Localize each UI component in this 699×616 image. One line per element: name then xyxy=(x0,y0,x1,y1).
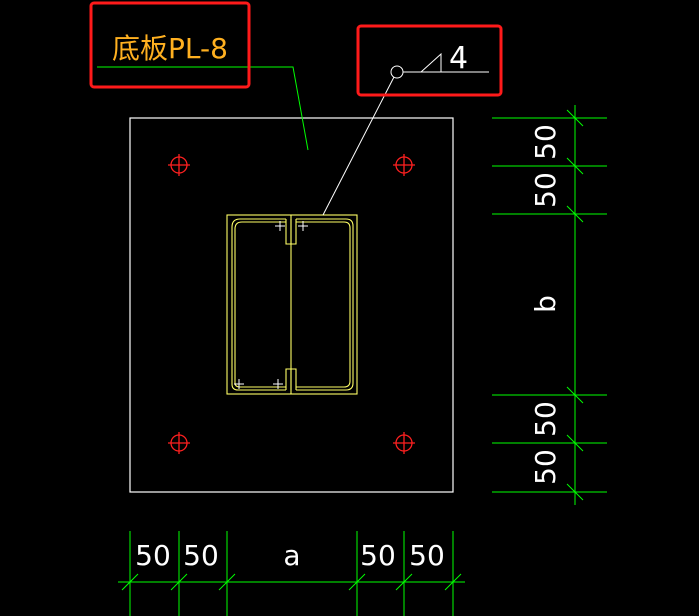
hdim-4: 50 xyxy=(360,539,396,572)
section-top-lip xyxy=(285,219,292,245)
weld-size-label: 4 xyxy=(449,41,468,76)
vdim-3: b xyxy=(529,295,562,313)
hdim-3: a xyxy=(283,539,300,572)
vdim-4: 50 xyxy=(529,401,562,437)
column-section xyxy=(226,214,358,395)
vdim-5: 50 xyxy=(529,449,562,485)
base-plate-outline xyxy=(129,117,454,493)
plate-label-highlight-box xyxy=(89,1,251,89)
anchor-bolt-top-right xyxy=(393,154,415,176)
anchor-bolt-bottom-right xyxy=(393,432,415,454)
horizontal-dimension-chain xyxy=(118,531,465,616)
hdim-5: 50 xyxy=(409,539,445,572)
section-right-channel xyxy=(296,218,354,391)
fillet-weld-triangle xyxy=(420,52,442,73)
hdim-2: 50 xyxy=(183,539,219,572)
anchor-bolt-top-left xyxy=(168,154,190,176)
plate-label: 底板PL-8 xyxy=(112,32,228,65)
weld-leader-line xyxy=(322,76,395,216)
section-upper-channel xyxy=(231,218,286,391)
section-outer-box xyxy=(226,214,358,395)
anchor-bolt-bottom-left xyxy=(168,432,190,454)
hdim-1: 50 xyxy=(135,539,171,572)
weld-symbol-highlight-box xyxy=(356,24,503,97)
weld-symbol xyxy=(322,52,489,216)
vdim-2: 50 xyxy=(529,172,562,208)
weld-all-around-circle xyxy=(390,65,404,79)
vdim-1: 50 xyxy=(529,124,562,160)
vertical-dimension-chain xyxy=(492,105,607,505)
section-bottom-lip xyxy=(285,368,292,390)
plate-label-leader xyxy=(97,66,309,151)
